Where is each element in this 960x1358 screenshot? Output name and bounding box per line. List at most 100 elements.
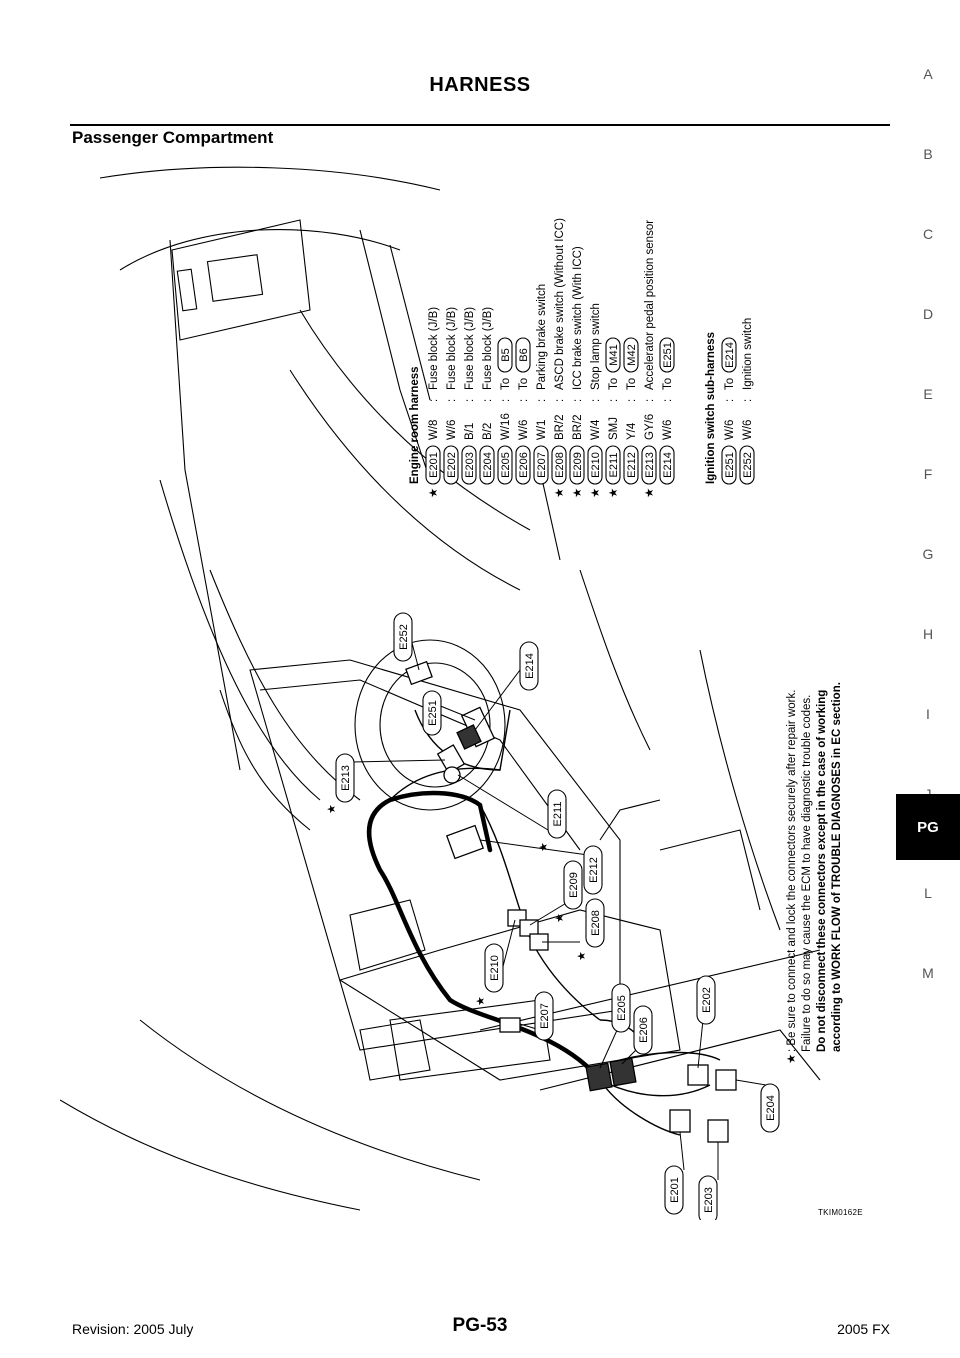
connector-e205[interactable] — [585, 1062, 613, 1092]
legend-connector-description: ASCD brake switch (Without ICC) — [554, 218, 566, 390]
connector-e209[interactable] — [519, 919, 539, 937]
legend-mating-connector: B5 — [500, 348, 512, 361]
legend-connector-code: W/6 — [662, 420, 674, 440]
svg-text::: : — [518, 399, 530, 402]
legend-connector-id: E207 — [536, 452, 548, 478]
legend-connector-code: B/2 — [482, 423, 494, 440]
legend-connector-code: W/16 — [500, 413, 512, 440]
callout-e201: E201 ★ — [664, 1165, 684, 1215]
svg-text:E201: E201 — [669, 1177, 681, 1203]
connector-e206[interactable] — [609, 1057, 637, 1087]
index-letter-c[interactable]: C — [922, 226, 934, 242]
svg-text::: : — [536, 399, 548, 402]
legend-connector-code: SMJ — [608, 417, 620, 440]
connector-legend: Engine room harness — [409, 366, 421, 484]
legend-connector-code: GY/6 — [644, 414, 656, 440]
note-line-3: Do not disconnect these connectors excep… — [816, 690, 828, 1052]
connector-e212[interactable] — [445, 824, 485, 860]
index-letter-b[interactable]: B — [923, 146, 933, 162]
legend-connector-id: E214 — [662, 452, 674, 478]
index-letter-d[interactable]: D — [922, 306, 934, 322]
index-letter-a[interactable]: A — [923, 66, 933, 82]
star-icon: ★ — [576, 951, 588, 961]
legend-connector-description: Fuse block (J/B) — [428, 307, 440, 390]
svg-text:E206: E206 — [638, 1017, 650, 1043]
legend-connector-description: To — [518, 378, 530, 390]
legend-connector-id: E208 — [554, 452, 566, 478]
connector-e203[interactable] — [707, 1119, 729, 1143]
svg-text::: : — [724, 399, 736, 402]
index-letter-i[interactable]: I — [926, 706, 930, 722]
index-letter-h[interactable]: H — [922, 626, 934, 642]
page-header-title: HARNESS — [429, 74, 531, 96]
index-letter-e[interactable]: E — [923, 386, 933, 402]
svg-text::: : — [572, 399, 584, 402]
legend-connector-id: E252 — [742, 452, 754, 478]
legend-connector-id: E203 — [464, 452, 476, 478]
svg-text:E204: E204 — [765, 1095, 777, 1121]
svg-text::: : — [742, 399, 754, 402]
legend-mating-connector: B6 — [518, 348, 530, 361]
star-icon: ★ — [608, 488, 620, 498]
connector-e211[interactable] — [443, 766, 461, 784]
callout-e213: E213 ★ — [326, 753, 355, 814]
legend-connector-code: W/8 — [428, 420, 440, 440]
index-tab-pg-active[interactable]: PG — [896, 794, 960, 860]
index-letter-m[interactable]: M — [922, 965, 934, 981]
callout-e210: E210 ★ — [475, 943, 504, 1006]
connector-e214[interactable] — [456, 724, 482, 750]
svg-text::: : — [464, 399, 476, 402]
svg-text::: : — [554, 399, 566, 402]
svg-text:E210: E210 — [489, 955, 501, 981]
index-letter-g[interactable]: G — [922, 546, 934, 562]
legend-connector-description: ICC brake switch (With ICC) — [572, 246, 584, 390]
star-icon: ★ — [554, 488, 566, 498]
legend-connector-id: E213 — [644, 452, 656, 478]
leader-lines — [351, 634, 767, 1180]
index-letter-f[interactable]: F — [923, 466, 933, 482]
legend-mating-connector: M41 — [608, 344, 620, 365]
legend-connector-description: Fuse block (J/B) — [464, 307, 476, 390]
figure-code: TKIM0162E — [818, 1208, 863, 1217]
legend-connector-code: W/4 — [590, 419, 602, 440]
legend-connector-code: W/6 — [742, 420, 754, 440]
legend-connector-description: To — [500, 378, 512, 390]
svg-text::: : — [662, 399, 674, 402]
legend-connector-id: E201 — [428, 452, 440, 478]
legend-connector-description: Stop lamp switch — [590, 303, 602, 390]
callout-e207: E207 — [534, 991, 554, 1041]
svg-text:E212: E212 — [588, 857, 600, 883]
callout-e203: E203 — [698, 1175, 718, 1220]
legend-connector-description: Fuse block (J/B) — [446, 307, 458, 390]
legend-connector-id: E204 — [482, 452, 494, 478]
connector-e252[interactable] — [405, 660, 433, 686]
star-icon: ★ — [554, 913, 566, 923]
callout-e208: E208 ★ — [576, 898, 605, 961]
callout-e252: E252 — [393, 612, 413, 662]
index-letter-l[interactable]: L — [924, 885, 932, 901]
callout-e251: E251 — [422, 690, 442, 736]
star-icon: ★ — [590, 488, 602, 498]
legend-connector-code: W/6 — [724, 420, 736, 440]
connector-e201[interactable] — [669, 1109, 691, 1133]
legend-connector-id: E211 — [608, 453, 620, 478]
legend-connector-code: W/6 — [446, 420, 458, 440]
callout-e214: E214 — [519, 641, 539, 691]
callout-e202: E202 — [696, 975, 716, 1025]
svg-text:E252: E252 — [398, 624, 410, 650]
legend-connector-description: Ignition switch — [742, 318, 754, 390]
callout-e205: E205 — [611, 983, 631, 1033]
connector-e207[interactable] — [499, 1017, 521, 1033]
legend-ignition-title-group: Ignition switch sub-harness — [705, 332, 717, 484]
svg-text::: : — [482, 399, 494, 402]
connector-e204[interactable] — [715, 1069, 737, 1091]
